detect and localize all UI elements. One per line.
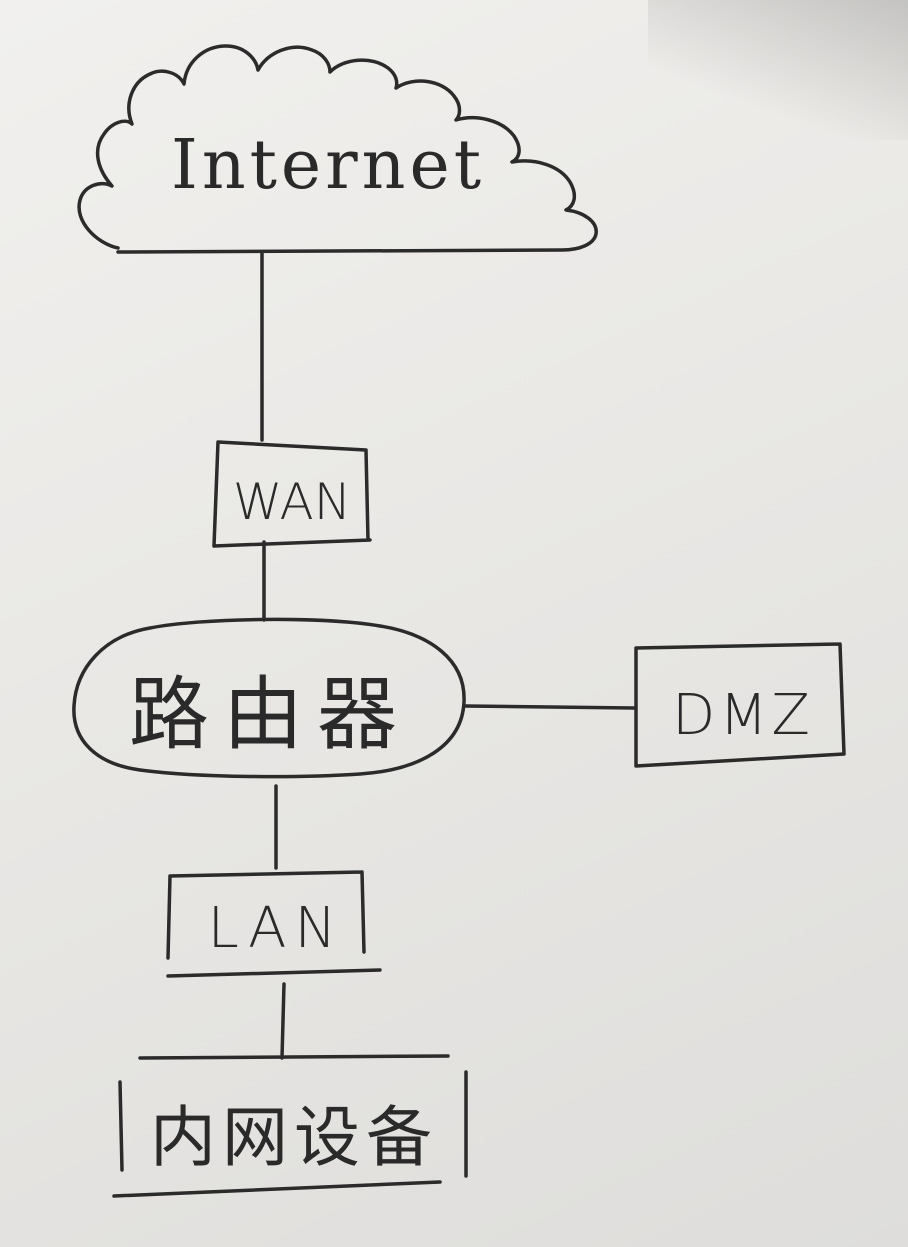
wan-label: WAN [232,473,352,531]
lan-box [166,870,382,978]
link-router-dmz [464,704,636,710]
link-lan-devices [280,982,286,1060]
lan-label: LAN [207,895,345,961]
router-label: 路由器 [129,668,411,761]
devices-label: 内网设备 [150,1099,438,1176]
devices-box [112,1054,468,1198]
dmz-label: DMZ [672,682,814,748]
dmz-box [634,642,846,768]
wan-box [212,440,372,548]
internet-label: Internet [170,125,486,205]
internet-cloud [77,44,598,254]
router-ellipse [72,617,466,779]
